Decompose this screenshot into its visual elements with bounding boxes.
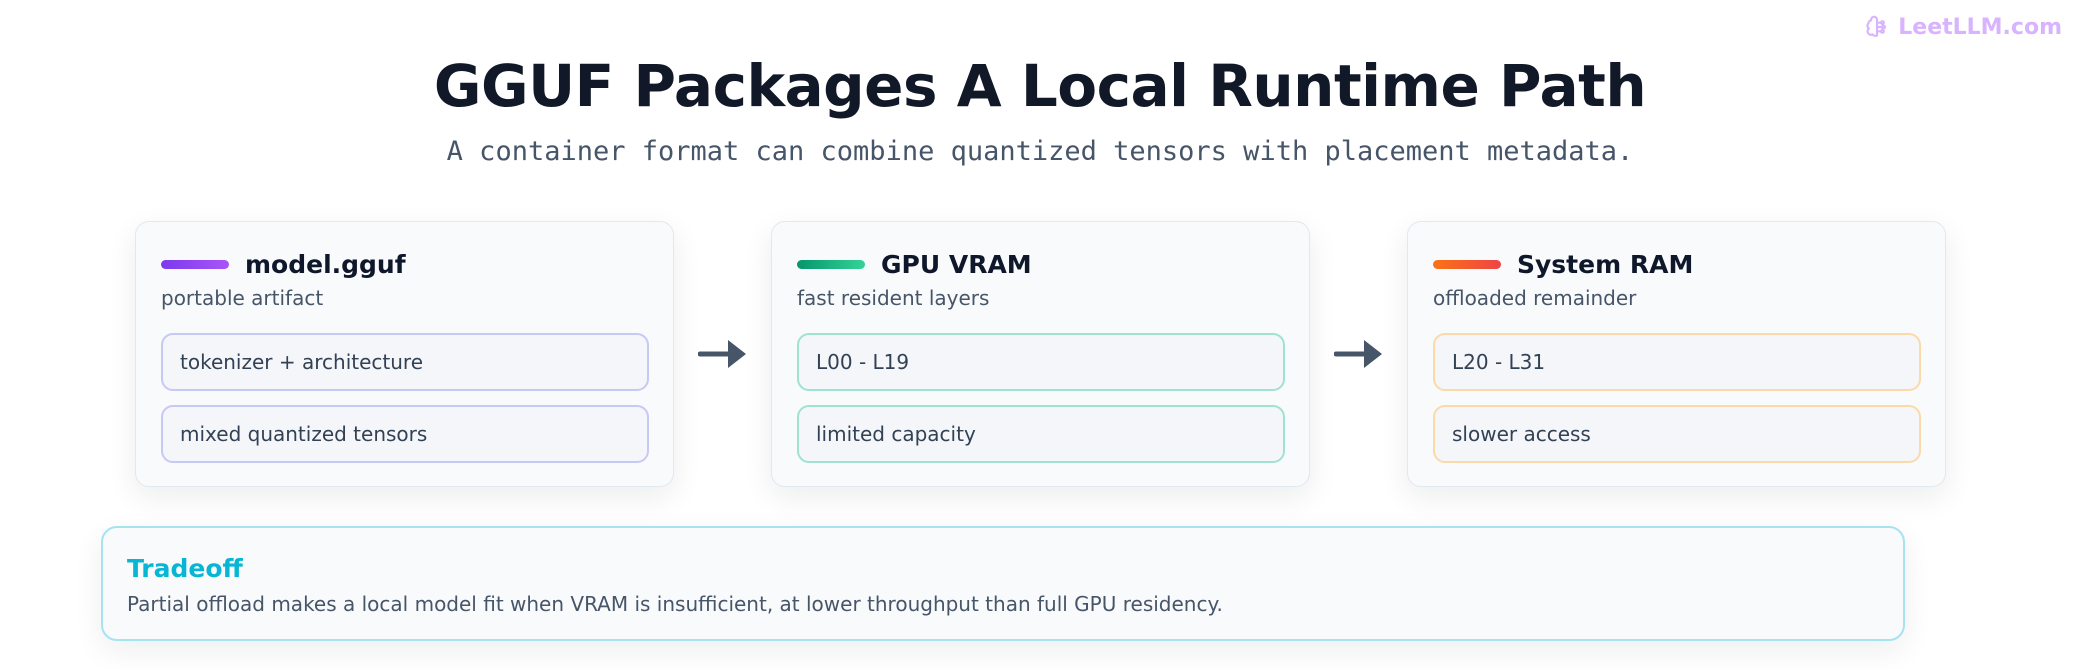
card-title: GPU VRAM: [881, 250, 1032, 279]
card-subtitle: portable artifact: [161, 286, 324, 310]
accent-bar: [797, 260, 865, 269]
brain-icon: [1866, 15, 1887, 37]
card-item: L00 - L19: [797, 333, 1285, 391]
brand-logo[interactable]: LeetLLM.com: [1864, 14, 2062, 40]
brand-name: LeetLLM.com: [1898, 14, 2062, 40]
tradeoff-text: Partial offload makes a local model fit …: [127, 592, 1223, 616]
card-item: L20 - L31: [1433, 333, 1921, 391]
arrow-right-icon: [698, 340, 746, 368]
card-gpu-vram: GPU VRAM fast resident layers L00 - L19 …: [771, 221, 1310, 487]
card-model-gguf: model.gguf portable artifact tokenizer +…: [135, 221, 674, 487]
card-header: System RAM: [1433, 250, 1693, 279]
card-title: model.gguf: [245, 250, 406, 279]
card-system-ram: System RAM offloaded remainder L20 - L31…: [1407, 221, 1946, 487]
page-title: GGUF Packages A Local Runtime Path: [433, 52, 1647, 120]
card-header: GPU VRAM: [797, 250, 1032, 279]
card-title: System RAM: [1517, 250, 1694, 279]
card-item: tokenizer + architecture: [161, 333, 649, 391]
tradeoff-title: Tradeoff: [127, 554, 243, 583]
card-subtitle: fast resident layers: [797, 286, 990, 310]
card-item: limited capacity: [797, 405, 1285, 463]
tradeoff-callout: Tradeoff Partial offload makes a local m…: [101, 526, 1905, 641]
card-item: slower access: [1433, 405, 1921, 463]
card-item: mixed quantized tensors: [161, 405, 649, 463]
page-subtitle: A container format can combine quantized…: [446, 136, 1634, 167]
card-header: model.gguf: [161, 250, 406, 279]
accent-bar: [161, 260, 229, 269]
card-subtitle: offloaded remainder: [1433, 286, 1637, 310]
accent-bar: [1433, 260, 1501, 269]
arrow-right-icon: [1334, 340, 1382, 368]
